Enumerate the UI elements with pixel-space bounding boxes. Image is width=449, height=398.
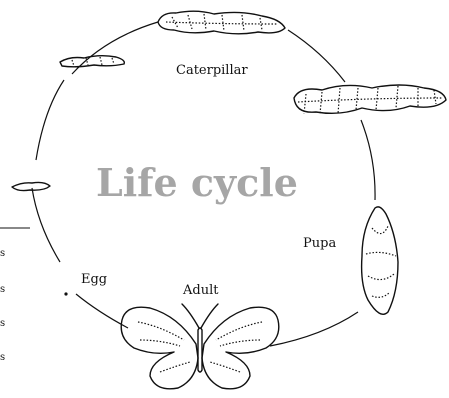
edge-fragment-4: s [0, 352, 5, 363]
tiny-larva-icon [12, 182, 50, 190]
butterfly-icon [121, 304, 279, 389]
cycle-arc-right [361, 120, 375, 200]
cycle-arc-bottom-left [76, 294, 128, 328]
stage-label-adult: Adult [182, 283, 219, 298]
large-caterpillar-icon [294, 85, 446, 114]
edge-fragment-1: s [0, 248, 5, 259]
caterpillar-icon [158, 11, 285, 34]
stage-label-pupa: Pupa [303, 236, 336, 251]
edge-fragment-2: s [0, 284, 5, 295]
edge-fragment-3: s [0, 318, 5, 329]
cycle-arc-bottom-right [270, 312, 358, 346]
cycle-arc-left-upper [36, 80, 64, 160]
stage-label-caterpillar: Caterpillar [176, 63, 248, 78]
egg-dot-icon [64, 292, 67, 295]
pupa-icon [362, 207, 398, 314]
cycle-arc-top-right [288, 30, 345, 82]
stage-label-egg: Egg [81, 272, 107, 287]
small-larva-icon [60, 56, 124, 67]
diagram-title: Life cycle [96, 160, 298, 205]
cycle-arc-left-lower [32, 188, 60, 262]
